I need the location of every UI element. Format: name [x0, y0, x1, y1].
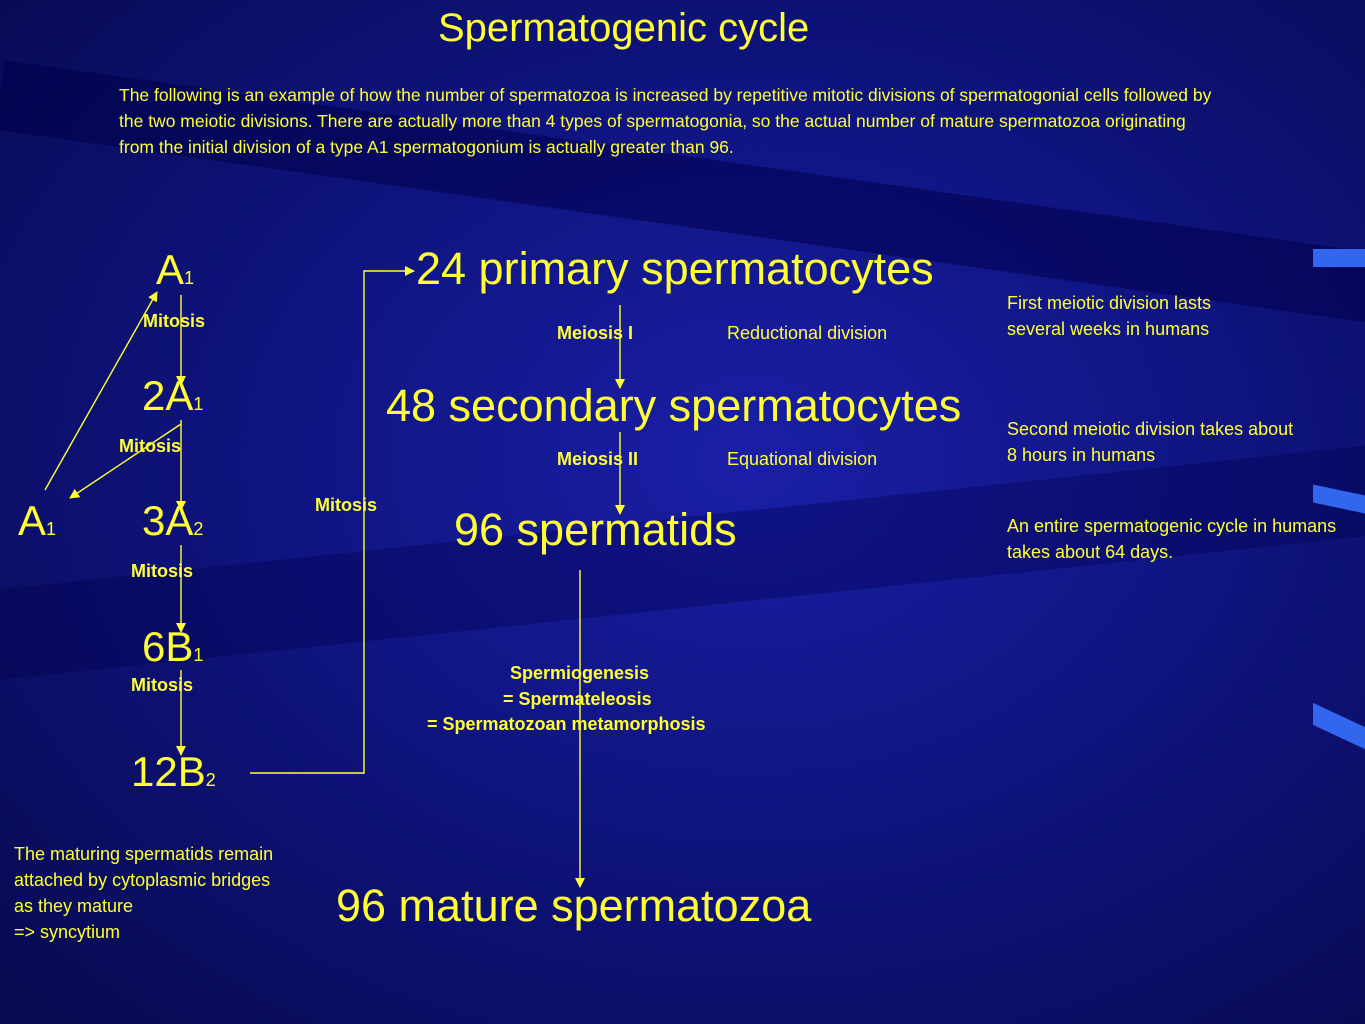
note-syncytium-line: The maturing spermatids remain — [14, 844, 274, 864]
arrow-a1-side-to-a1-top — [44, 291, 158, 491]
intro-paragraph: The following is an example of how the n… — [119, 85, 1212, 157]
mitosis-label: Mitosis — [131, 675, 194, 695]
decorative-tab — [1313, 249, 1365, 267]
cell-a1-side: A1 — [18, 497, 57, 544]
note-syncytium-line: => syncytium — [14, 922, 121, 942]
reductional-label: Reductional division — [727, 323, 888, 343]
stage-primary-spermatocytes: 24 primary spermatocytes — [416, 243, 934, 294]
mitosis-connector-label: Mitosis — [315, 495, 378, 515]
note-entire-cycle: An entire spermatogenic cycle in humans … — [1007, 516, 1337, 562]
meiosis-1-label: Meiosis I — [557, 323, 634, 343]
note-syncytium-line: as they mature — [14, 896, 134, 916]
arrow-2a1-to-a1-side — [69, 423, 182, 499]
stage-mature-spermatozoa: 96 mature spermatozoa — [336, 880, 812, 931]
stage-secondary-spermatocytes: 48 secondary spermatocytes — [386, 380, 962, 431]
mitosis-label: Mitosis — [119, 436, 182, 456]
meiosis-2-label: Meiosis II — [557, 449, 639, 469]
cell-a1-top: A1 — [156, 246, 195, 293]
note-syncytium-line: attached by cytoplasmic bridges — [14, 870, 271, 890]
stage-spermatids: 96 spermatids — [454, 504, 737, 555]
metamorphosis-label: = Spermatozoan metamorphosis — [427, 714, 706, 734]
note-first-meiotic: First meiotic division lasts several wee… — [1007, 293, 1212, 339]
mitosis-label: Mitosis — [143, 311, 206, 331]
note-syncytium: The maturing spermatids remain attached … — [14, 841, 334, 945]
mitosis-label: Mitosis — [131, 561, 194, 581]
cell-12b2: 12B2 — [131, 748, 216, 795]
page-title: Spermatogenic cycle — [438, 6, 810, 50]
arrow-12b2-to-primary — [250, 266, 415, 774]
equational-label: Equational division — [727, 449, 878, 469]
note-second-meiotic: Second meiotic division takes about 8 ho… — [1007, 419, 1294, 465]
spermateleosis-label: = Spermateleosis — [503, 689, 652, 709]
